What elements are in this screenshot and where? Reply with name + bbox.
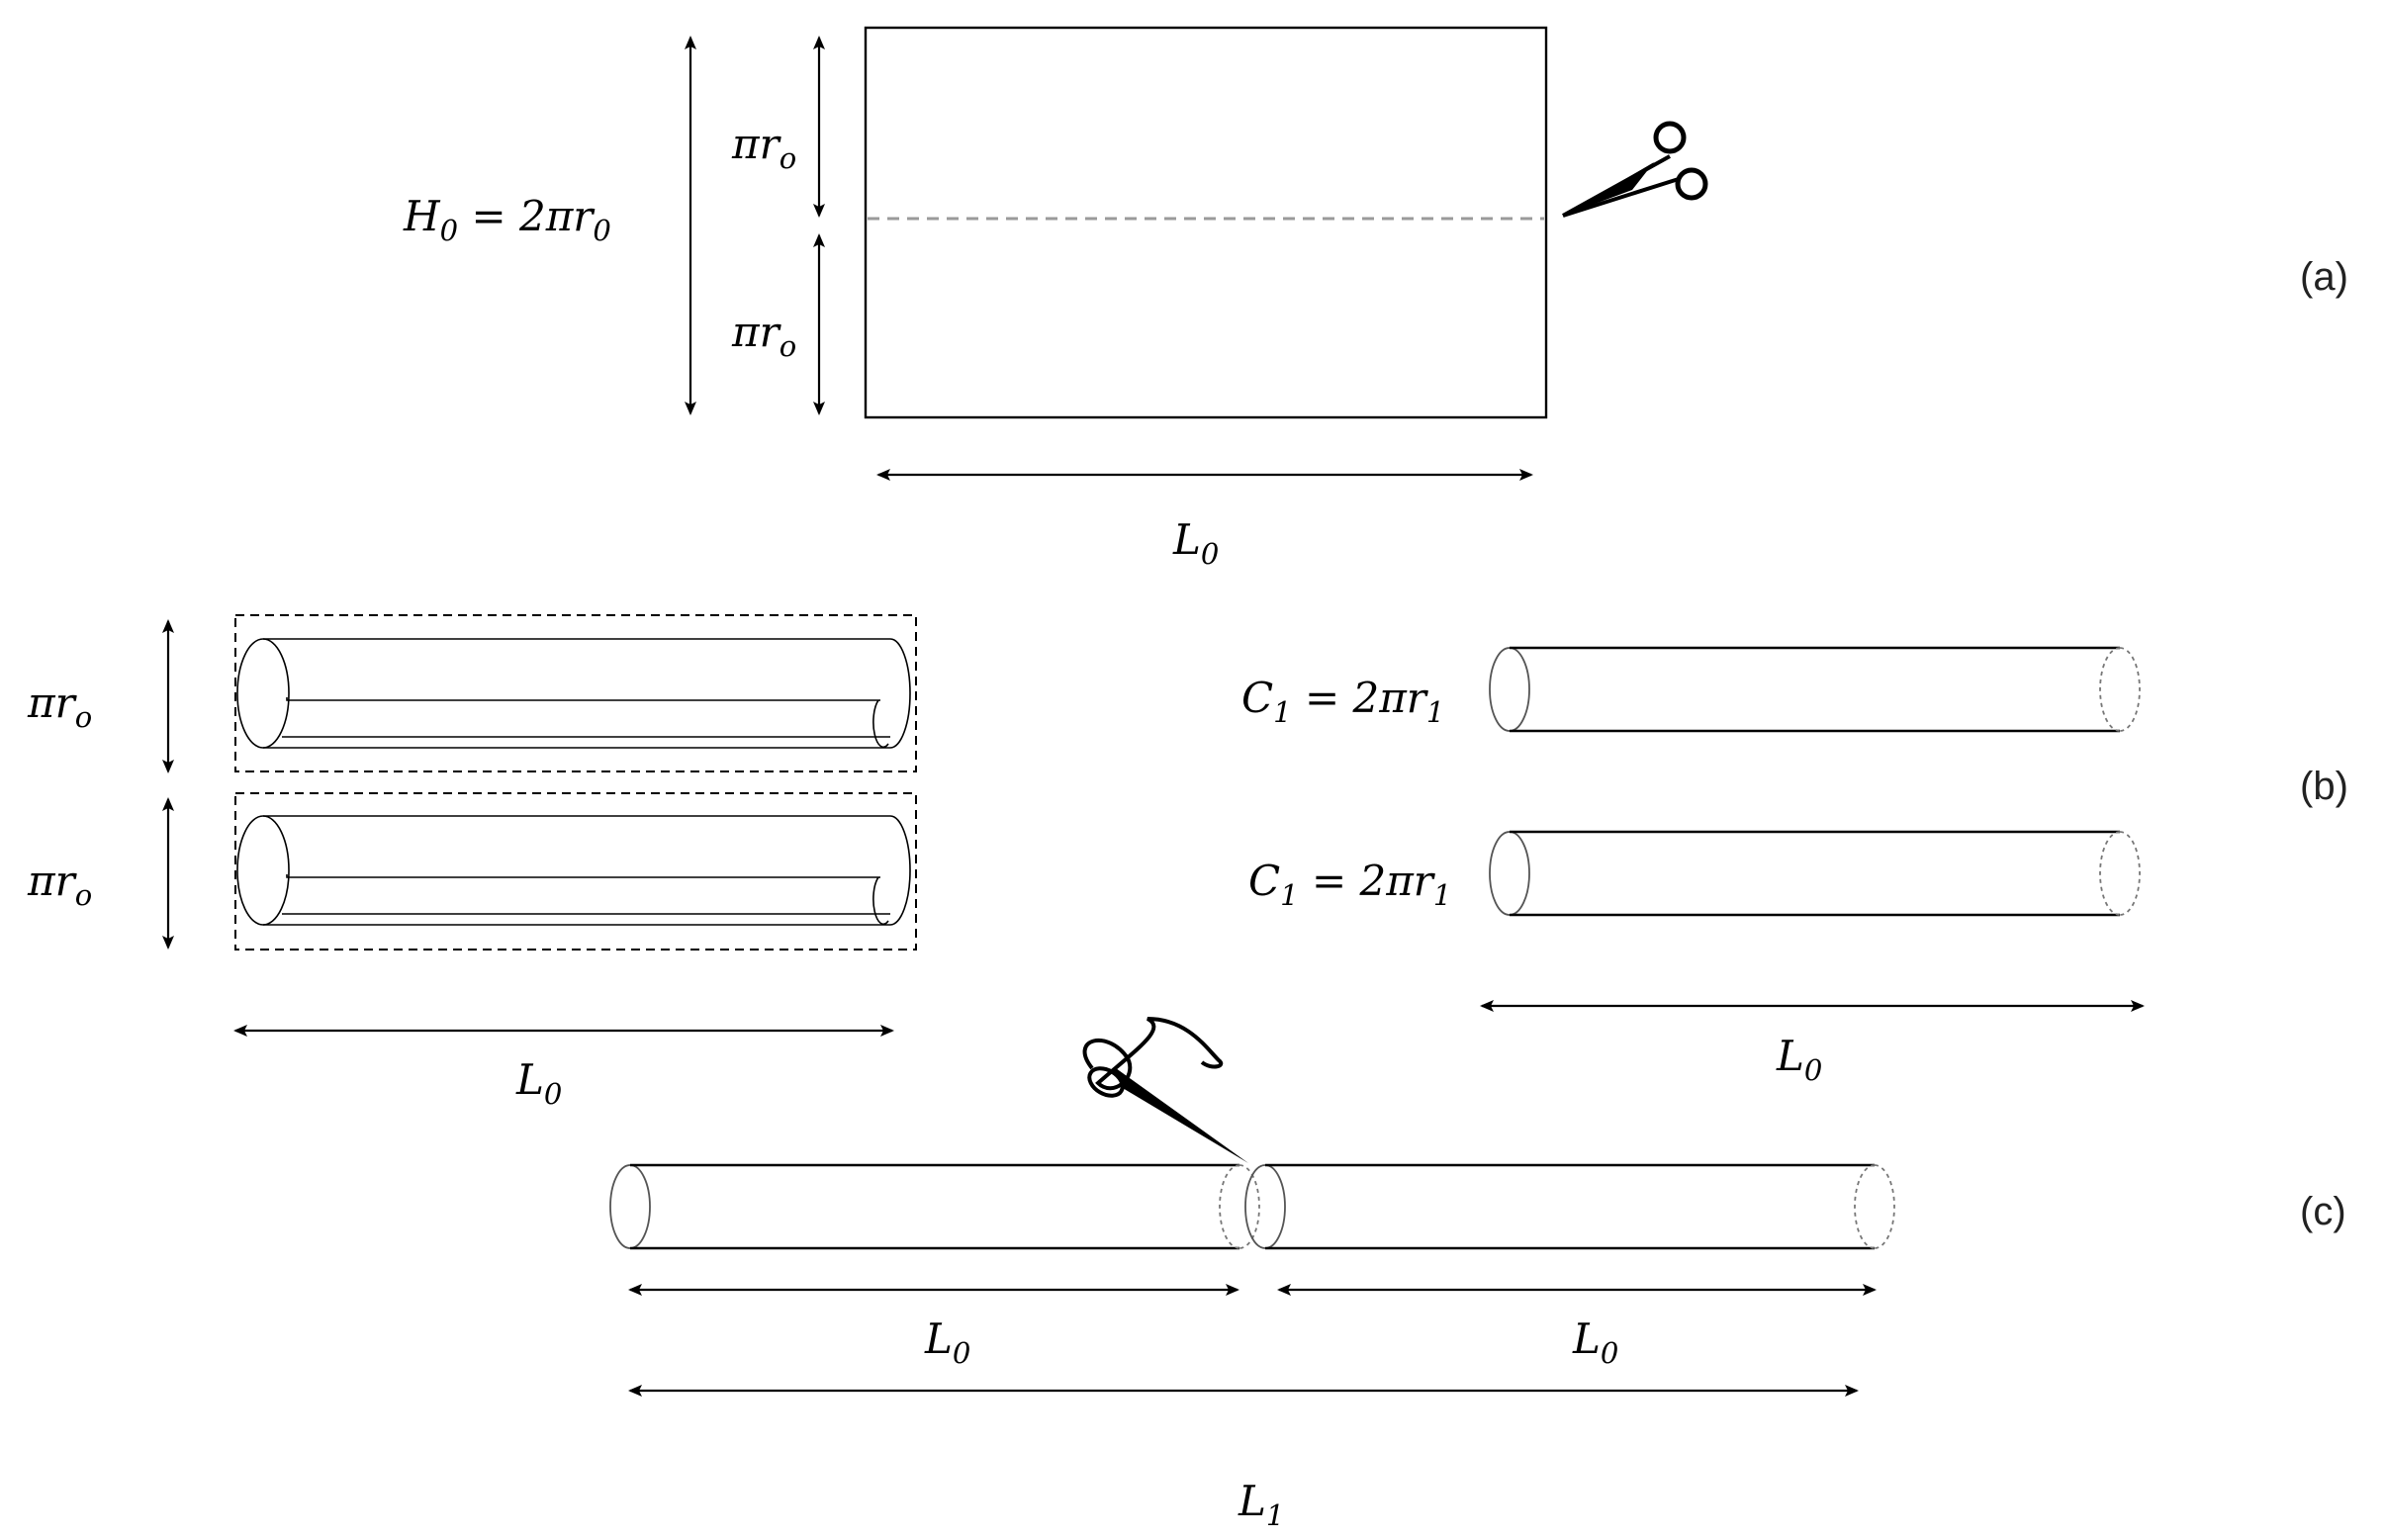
rolled-strip-top: [234, 614, 917, 772]
tube-top: [1489, 646, 2141, 733]
h0-label: H0 = 2πr0: [403, 192, 611, 247]
lower-pi-r-label: πro: [731, 308, 796, 363]
panel-label-c: (c): [2300, 1190, 2346, 1233]
panel-c: L0 L0 L1 (c): [609, 1017, 2346, 1532]
panel-b-left: πro πro L0: [27, 614, 917, 1111]
panel-a: H0 = 2πr0 πro πro L0 (a): [403, 26, 2348, 571]
flat-sheet: [864, 26, 1548, 419]
needle-thread-icon: [1082, 1017, 1248, 1163]
l0-label-c-right: L0: [1572, 1314, 1618, 1370]
tube-top-circumference-label: C1 = 2πr1: [1241, 674, 1444, 729]
joined-tube-left: [609, 1163, 1260, 1250]
panel-b-right: C1 = 2πr1 C1 = 2πr1 L0 (b): [1241, 646, 2348, 1087]
panel-label-a: (a): [2300, 255, 2348, 299]
l0-label-c-left: L0: [924, 1314, 970, 1370]
l0-label-b-right: L0: [1776, 1032, 1822, 1087]
upper-pi-r-label: πro: [731, 120, 796, 175]
tube-bottom-circumference-label: C1 = 2πr1: [1248, 857, 1451, 912]
joined-tube-right: [1244, 1163, 1895, 1250]
l0-label-b-left: L0: [515, 1055, 562, 1111]
scissors-icon: [1562, 121, 1708, 218]
l0-label-a: L0: [1172, 515, 1219, 571]
strip-bottom-pi-r-label: πro: [27, 857, 92, 912]
l1-label: L1: [1238, 1477, 1284, 1532]
strip-top-pi-r-label: πro: [27, 679, 92, 734]
panel-label-b: (b): [2300, 765, 2348, 808]
rolled-strip-bottom: [234, 792, 917, 951]
tube-bottom: [1489, 830, 2141, 917]
